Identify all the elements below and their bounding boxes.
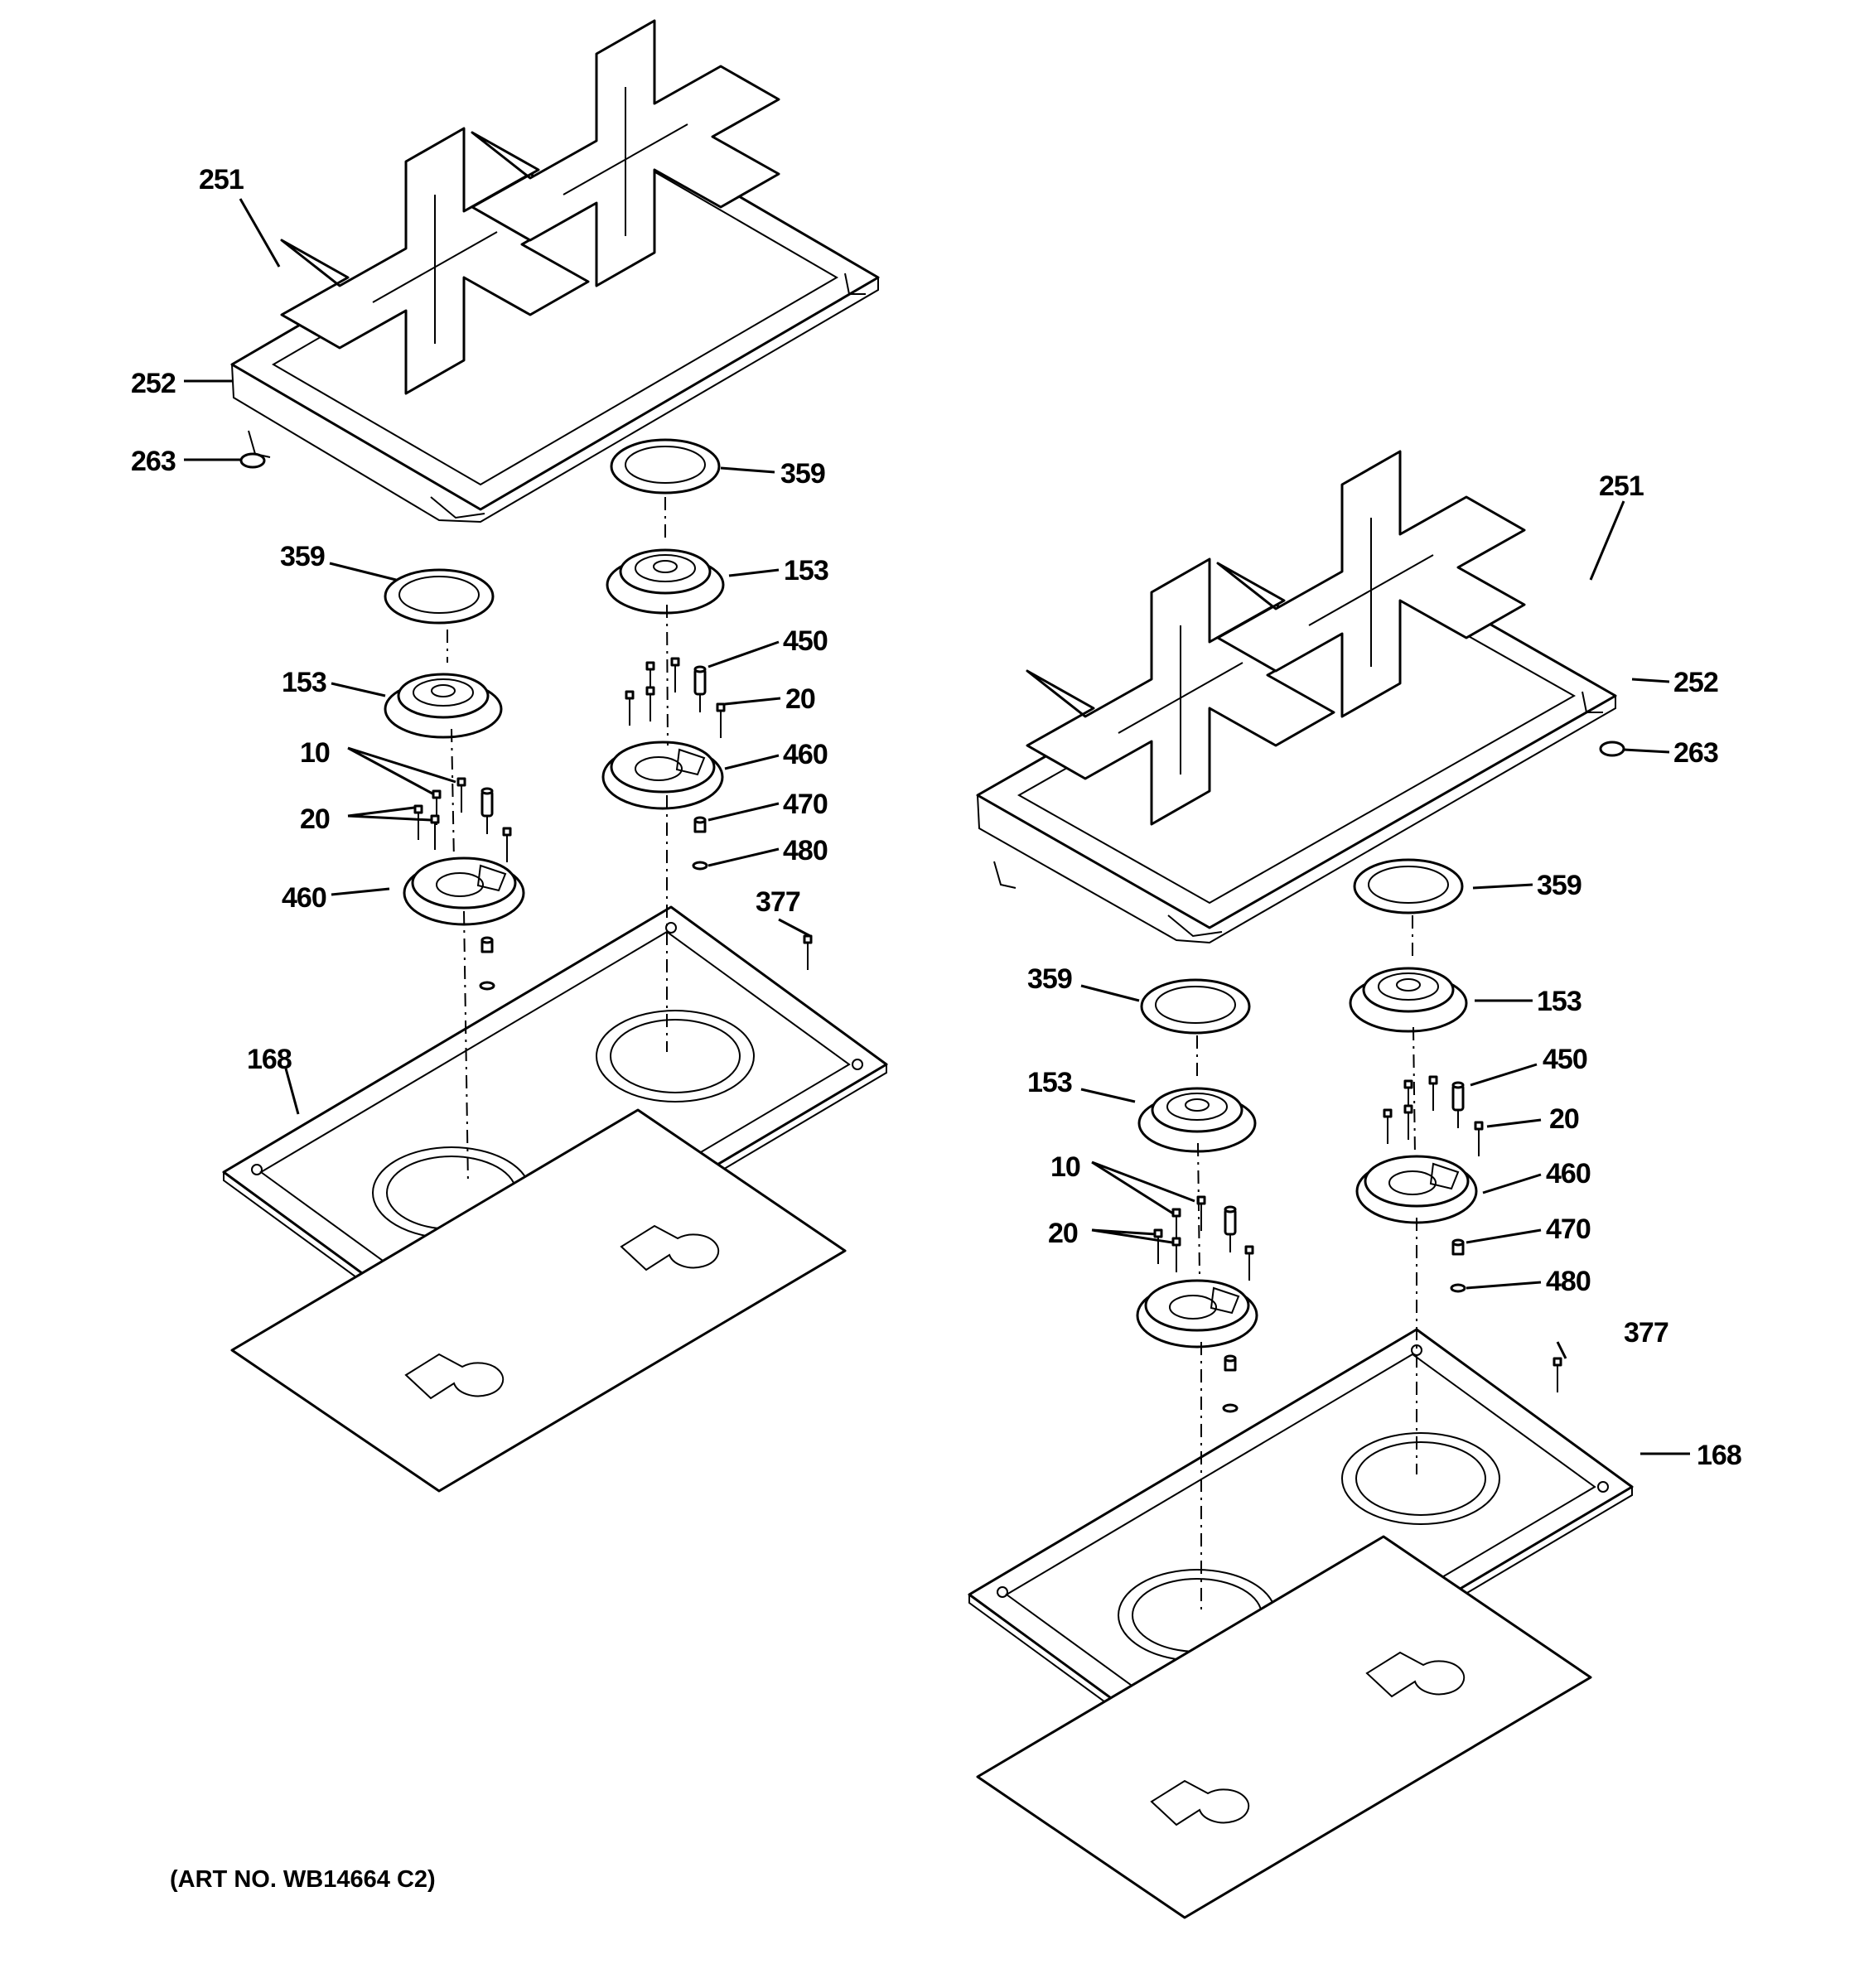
callout-359: 359 bbox=[780, 458, 825, 490]
callout-263: 263 bbox=[1673, 737, 1718, 769]
left-rear-cap bbox=[384, 568, 495, 625]
right-rear-base bbox=[1355, 1155, 1478, 1224]
callout-20: 20 bbox=[300, 803, 330, 835]
callout-168: 168 bbox=[1697, 1440, 1741, 1471]
callout-252: 252 bbox=[131, 368, 176, 399]
right-assembly bbox=[968, 450, 1690, 1919]
callout-20: 20 bbox=[785, 683, 815, 715]
callout-470: 470 bbox=[1546, 1214, 1591, 1245]
left-callouts: 251 252 263 359 153 359 153 450 20 460 4… bbox=[131, 164, 829, 1075]
callout-480: 480 bbox=[783, 835, 828, 866]
right-front-cap bbox=[1140, 978, 1251, 1035]
callout-168: 168 bbox=[247, 1044, 292, 1075]
right-front-head bbox=[1137, 1087, 1257, 1153]
right-rear-cap bbox=[1353, 858, 1464, 914]
callout-20: 20 bbox=[1048, 1218, 1078, 1249]
left-rear-base bbox=[601, 741, 724, 810]
callout-359: 359 bbox=[280, 541, 325, 572]
callout-153: 153 bbox=[1027, 1067, 1072, 1098]
left-screw-377 bbox=[803, 934, 813, 972]
callout-263: 263 bbox=[131, 446, 176, 477]
callout-377: 377 bbox=[756, 886, 800, 918]
callout-252: 252 bbox=[1673, 667, 1718, 698]
right-front-base bbox=[1136, 1279, 1258, 1349]
callout-450: 450 bbox=[1543, 1044, 1587, 1075]
callout-470: 470 bbox=[783, 789, 828, 820]
right-callouts: 251 252 263 359 153 359 153 450 20 460 4… bbox=[1027, 470, 1742, 1471]
callout-480: 480 bbox=[1546, 1266, 1591, 1297]
callout-460: 460 bbox=[282, 882, 326, 914]
callout-460: 460 bbox=[1546, 1158, 1591, 1189]
callout-251: 251 bbox=[1599, 470, 1644, 502]
callout-450: 450 bbox=[783, 625, 828, 657]
callout-251: 251 bbox=[199, 164, 244, 195]
art-number: (ART NO. WB14664 C2) bbox=[170, 1866, 436, 1893]
callout-153: 153 bbox=[1537, 986, 1582, 1017]
callout-377: 377 bbox=[1624, 1317, 1668, 1349]
right-foot bbox=[1599, 741, 1625, 757]
callout-10: 10 bbox=[1050, 1151, 1080, 1183]
callout-20: 20 bbox=[1549, 1103, 1579, 1135]
left-rear-head bbox=[606, 548, 725, 615]
left-assembly bbox=[184, 19, 888, 1493]
callout-153: 153 bbox=[282, 667, 326, 698]
right-rear-head bbox=[1349, 967, 1468, 1033]
callout-460: 460 bbox=[783, 739, 828, 770]
callout-10: 10 bbox=[300, 737, 330, 769]
callout-359: 359 bbox=[1027, 963, 1072, 995]
left-front-cap bbox=[610, 438, 721, 495]
callout-359: 359 bbox=[1537, 870, 1582, 901]
callout-153: 153 bbox=[784, 555, 828, 586]
left-front-head bbox=[384, 673, 503, 739]
left-foot bbox=[239, 452, 266, 469]
right-screw-377 bbox=[1553, 1357, 1562, 1394]
